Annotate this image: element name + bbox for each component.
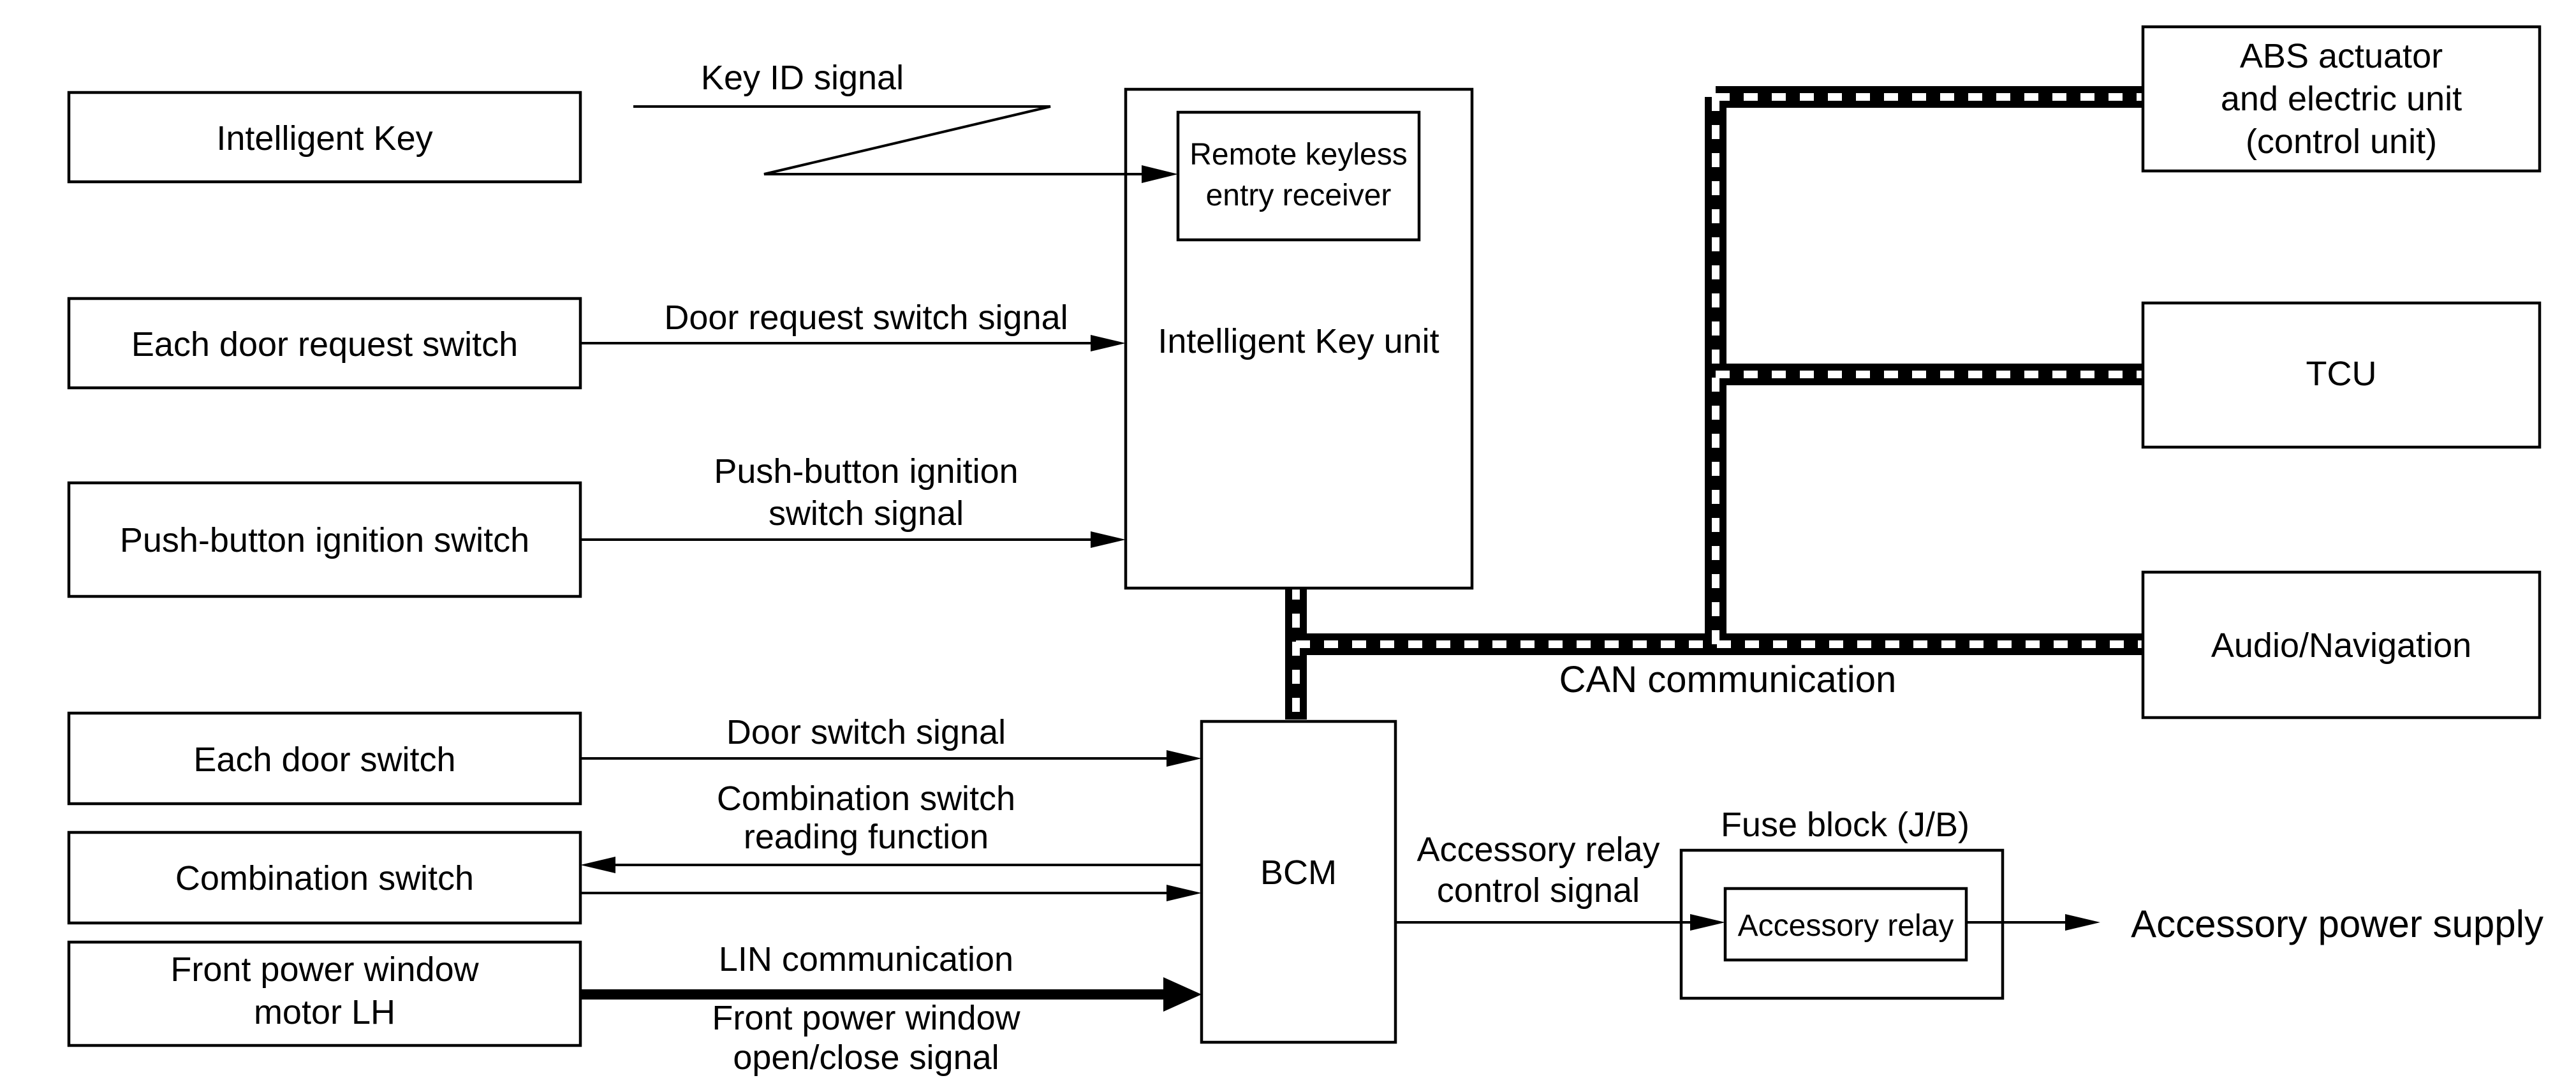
- combination-switch-right-arrowhead: [1167, 885, 1202, 901]
- can-communication-label: CAN communication: [1559, 659, 1897, 700]
- key-id-arrowhead: [1142, 165, 1178, 183]
- accessory-relay-control-signal: Accessory relay control signal: [1395, 830, 1725, 931]
- tcu-block: TCU: [2141, 301, 2542, 449]
- door-request-switch-block: Each door request switch: [67, 297, 582, 390]
- abs-actuator-label-line3: (control unit): [2246, 122, 2437, 161]
- can-bus: [1285, 86, 2143, 720]
- combination-switch-reading-signal: Combination switch reading function: [580, 779, 1202, 901]
- lin-communication-signal: LIN communication Front power window ope…: [580, 940, 1202, 1077]
- combination-switch-reading-label-line1: Combination switch: [717, 779, 1015, 818]
- front-power-window-signal-label-line2: open/close signal: [733, 1038, 999, 1077]
- tcu-label: TCU: [2306, 355, 2377, 393]
- front-power-window-motor-block: Front power window motor LH: [67, 940, 582, 1047]
- intelligent-key-unit-label: Intelligent Key unit: [1158, 322, 1439, 360]
- combination-switch-label: Combination switch: [175, 859, 474, 897]
- door-switch-signal: Door switch signal: [580, 713, 1202, 767]
- accessory-relay-label: Accessory relay: [1738, 909, 1954, 943]
- accessory-relay-control-label-line1: Accessory relay: [1417, 830, 1660, 869]
- door-request-switch-label: Each door request switch: [131, 325, 518, 364]
- lin-arrowhead: [1163, 977, 1202, 1012]
- remote-keyless-entry-receiver-label-line1: Remote keyless: [1189, 138, 1407, 172]
- push-button-ignition-signal: Push-button ignition switch signal: [580, 452, 1126, 548]
- accessory-power-arrowhead: [2065, 914, 2100, 931]
- intelligent-key-label: Intelligent Key: [216, 119, 432, 158]
- combination-switch-reading-label-line2: reading function: [744, 818, 989, 856]
- push-button-ignition-switch-label: Push-button ignition switch: [120, 521, 529, 559]
- remote-keyless-entry-receiver-label-line2: entry receiver: [1206, 179, 1392, 212]
- accessory-power-supply-label: Accessory power supply: [2131, 903, 2543, 945]
- bcm-label: BCM: [1260, 853, 1337, 892]
- door-request-arrowhead: [1091, 335, 1126, 351]
- abs-actuator-label-line2: and electric unit: [2221, 80, 2462, 118]
- abs-actuator-label-line1: ABS actuator: [2240, 37, 2443, 75]
- remote-keyless-entry-receiver-block: Remote keyless entry receiver: [1176, 110, 1421, 242]
- door-switch-block: Each door switch: [67, 711, 582, 806]
- key-id-signal: Key ID signal: [633, 59, 1178, 183]
- door-request-switch-signal-label: Door request switch signal: [664, 299, 1068, 337]
- front-power-window-motor-label-line2: motor LH: [254, 993, 395, 1031]
- lin-communication-label: LIN communication: [719, 940, 1013, 978]
- door-request-switch-signal: Door request switch signal: [580, 299, 1126, 351]
- audio-navigation-block: Audio/Navigation: [2141, 570, 2542, 720]
- push-button-ignition-switch-block: Push-button ignition switch: [67, 481, 582, 598]
- door-switch-signal-label: Door switch signal: [726, 713, 1006, 751]
- accessory-relay-control-label-line2: control signal: [1437, 871, 1640, 910]
- intelligent-key-block: Intelligent Key: [67, 91, 582, 184]
- front-power-window-motor-label-line1: Front power window: [170, 950, 479, 989]
- push-button-ignition-arrowhead: [1091, 531, 1126, 548]
- bcm-block: BCM: [1200, 720, 1397, 1044]
- combination-switch-left-arrowhead: [580, 857, 615, 873]
- push-button-ignition-signal-label-line1: Push-button ignition: [714, 452, 1018, 491]
- abs-actuator-block: ABS actuator and electric unit (control …: [2141, 25, 2542, 173]
- accessory-relay-block: Accessory relay: [1723, 887, 1968, 962]
- accessory-power-output: [1966, 914, 2100, 931]
- key-id-signal-label: Key ID signal: [701, 59, 904, 97]
- door-switch-label: Each door switch: [193, 741, 455, 779]
- audio-navigation-label: Audio/Navigation: [2211, 626, 2471, 665]
- fuse-block-label: Fuse block (J/B): [1721, 806, 1969, 844]
- front-power-window-signal-label-line1: Front power window: [712, 999, 1020, 1037]
- door-switch-arrowhead: [1167, 750, 1202, 767]
- push-button-ignition-signal-label-line2: switch signal: [769, 494, 964, 533]
- accessory-relay-control-arrowhead: [1690, 914, 1725, 931]
- combination-switch-block: Combination switch: [67, 830, 582, 925]
